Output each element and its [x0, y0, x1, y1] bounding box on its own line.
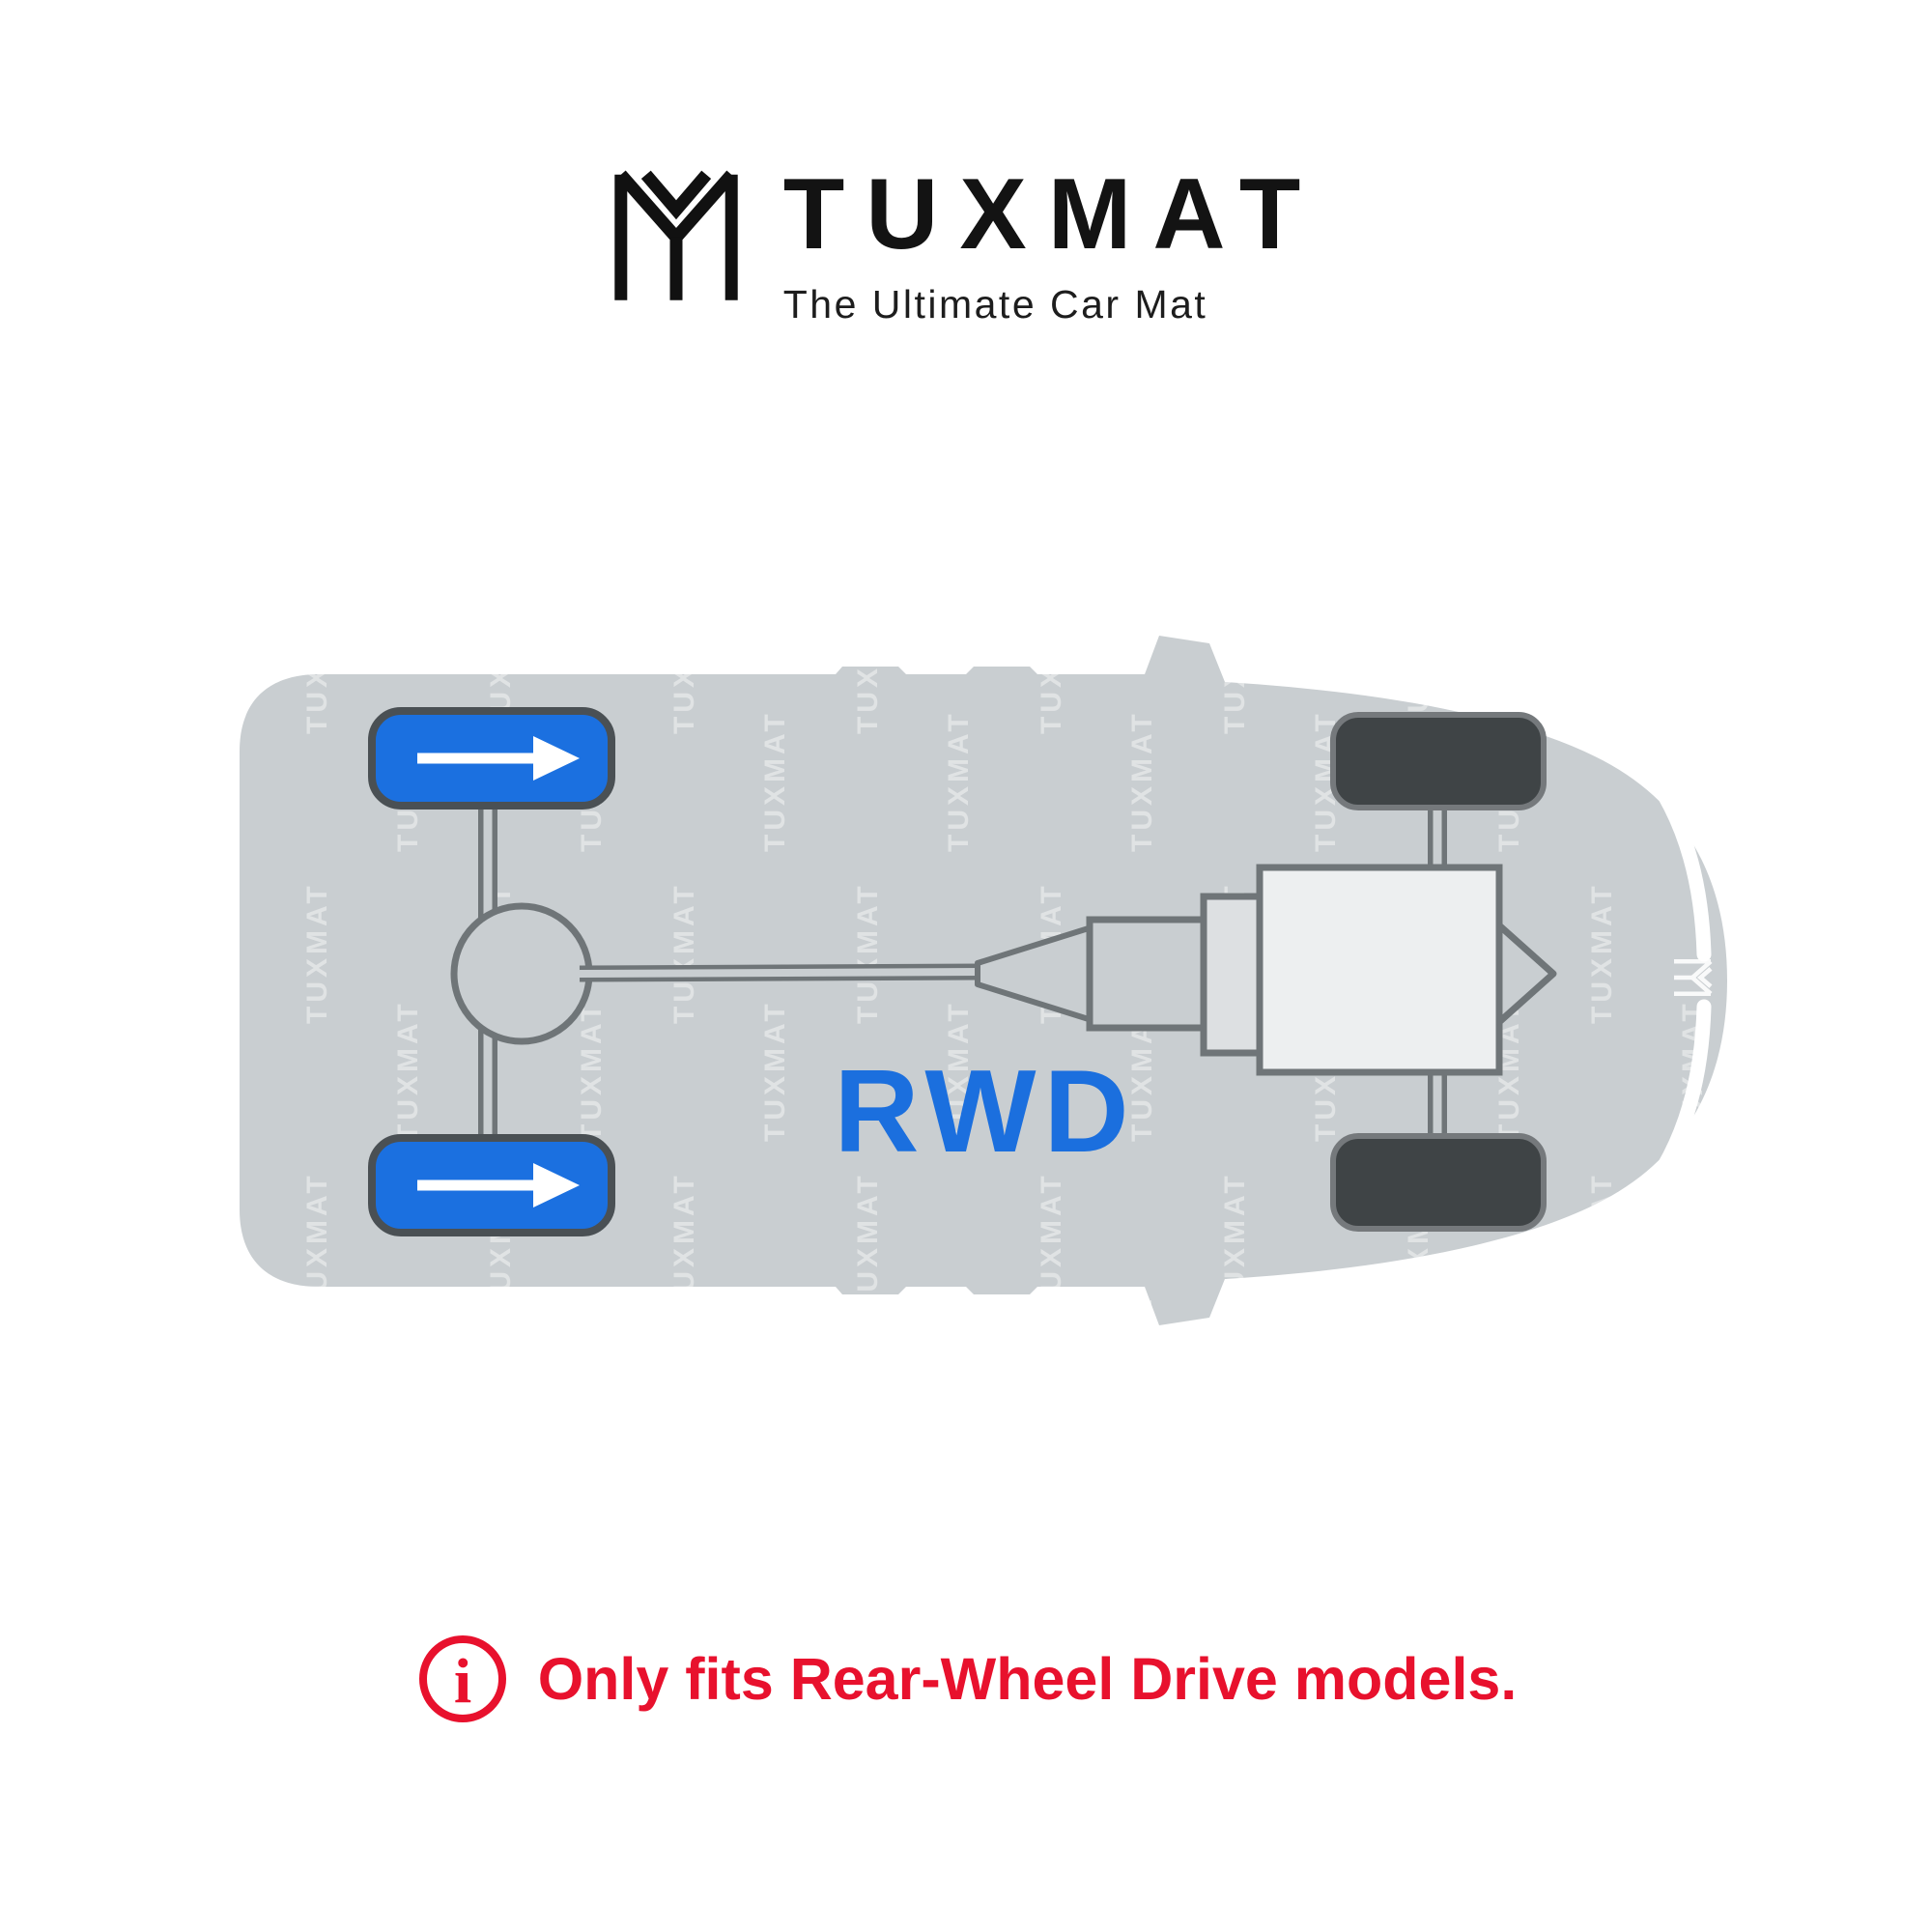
info-icon: i: [418, 1635, 506, 1722]
info-glyph: i: [454, 1646, 471, 1717]
brand-header: TUXMAT The Ultimate Car Mat: [0, 155, 1931, 327]
direction-arrow-icon: [417, 1163, 580, 1208]
rwd-label: RWD: [834, 1045, 1136, 1177]
brand-tagline: The Ultimate Car Mat: [782, 282, 1208, 327]
front-wheel-top: [1330, 712, 1547, 810]
rear-wheel-top: [368, 707, 615, 810]
differential: [450, 902, 593, 1045]
direction-arrow-icon: [417, 736, 580, 781]
windshield-line-bottom: [1634, 999, 1712, 1206]
tuxmat-mark-watermark-icon: [1673, 958, 1713, 997]
fitment-note: i Only fits Rear-Wheel Drive models.: [0, 1631, 1931, 1727]
windshield-line-top: [1634, 755, 1712, 962]
rear-wheel-bottom: [368, 1134, 615, 1236]
brand-name: TUXMAT: [782, 158, 1322, 270]
engine-block: [1200, 864, 1557, 1076]
brand-text-block: TUXMAT The Ultimate Car Mat: [783, 155, 1322, 327]
tuxmat-logo-icon: [614, 170, 738, 300]
front-wheel-bottom: [1330, 1133, 1547, 1232]
note-text: Only fits Rear-Wheel Drive models.: [537, 1646, 1518, 1712]
